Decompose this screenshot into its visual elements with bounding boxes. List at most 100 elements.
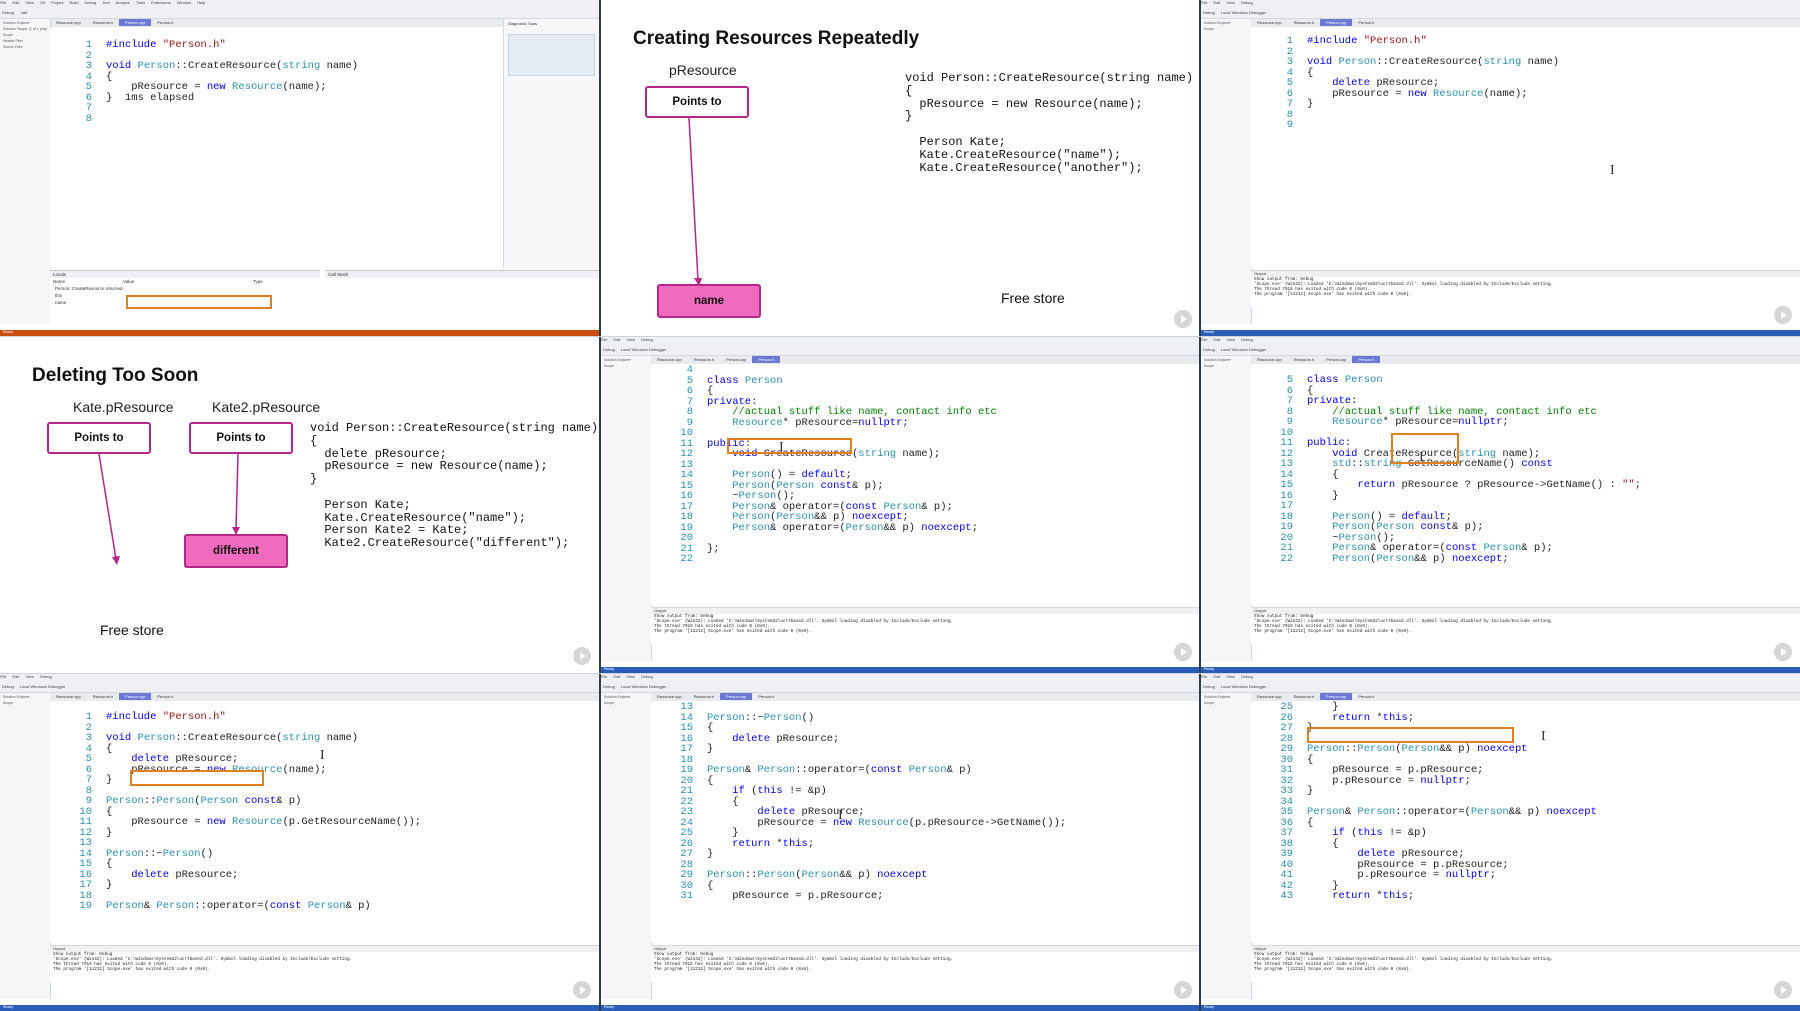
code-line[interactable]: 5 delete pResource; — [1271, 78, 1559, 89]
code-line[interactable]: 12 void CreateResource(string name); — [1271, 448, 1641, 460]
tab-person-h[interactable]: Person.h — [758, 694, 775, 699]
tab-resource-h[interactable]: Resource.h — [693, 357, 715, 362]
platform-dropdown[interactable]: x86 — [20, 10, 28, 15]
code-line[interactable]: 22 Person(Person&& p) noexcept; — [1271, 553, 1641, 565]
config-dropdown[interactable]: Debug — [603, 684, 615, 689]
debugger-button[interactable]: Local Windows Debugger — [620, 347, 667, 352]
code-line[interactable]: 12 void CreateResource(string name); — [671, 449, 997, 460]
code-line[interactable]: 7 — [70, 103, 358, 114]
code-line[interactable]: 20 ~Person(); — [1271, 532, 1641, 544]
locals-row[interactable]: name — [55, 300, 67, 305]
play-icon[interactable] — [573, 647, 591, 665]
debugger-button[interactable]: Local Windows Debugger — [1220, 347, 1267, 352]
menu-edit[interactable]: Edit — [613, 674, 621, 679]
code-line[interactable]: 16 delete pResource; — [70, 869, 421, 881]
code-line[interactable]: 30{ — [1271, 754, 1597, 766]
code-line[interactable]: 36{ — [1271, 817, 1597, 829]
tree-item[interactable]: Header Files — [3, 39, 23, 43]
code-line[interactable]: 17} — [671, 744, 1066, 755]
code-line[interactable]: 6 pResource = new Resource(name); — [70, 764, 421, 776]
code-line[interactable]: 20 — [671, 533, 997, 544]
code-line[interactable]: 17} — [70, 880, 421, 891]
config-dropdown[interactable]: Debug — [1203, 347, 1215, 352]
menu-view[interactable]: View — [1226, 674, 1235, 679]
code-line[interactable]: 40 pResource = p.pResource; — [1271, 859, 1597, 871]
code-line[interactable]: 23 delete pResource; — [671, 807, 1066, 818]
code-line[interactable]: 15 Person(Person const& p); — [671, 480, 997, 492]
tree-item[interactable]: Source Files — [3, 45, 23, 49]
menu-file[interactable]: File — [0, 0, 7, 5]
tab-resource-h[interactable]: Resource.h — [92, 694, 114, 699]
code-line[interactable]: 10 — [1271, 427, 1641, 439]
play-icon[interactable] — [1774, 643, 1792, 661]
tab-person-cpp[interactable]: Person.cpp — [726, 357, 747, 362]
code-line[interactable]: 28 — [671, 859, 1066, 871]
code-line[interactable]: 17 Person& operator=(const Person& p); — [671, 501, 997, 513]
code-line[interactable]: 17 — [1271, 501, 1641, 512]
tab-person-cpp[interactable]: Person.cpp — [1320, 19, 1353, 26]
tab-person-h[interactable]: Person.h — [157, 694, 174, 699]
menu-build[interactable]: Build — [69, 0, 79, 5]
output-source[interactable]: Show output from: Debug — [654, 952, 714, 957]
code-line[interactable]: 9 — [1271, 120, 1559, 131]
code-line[interactable]: 16 ~Person(); — [671, 491, 997, 502]
tab-person-h[interactable]: Person.h — [1352, 356, 1381, 363]
code-line[interactable]: 21 if (this != &p) — [671, 786, 1066, 797]
tab-person-h[interactable]: Person.h — [752, 356, 781, 363]
tab-person-h[interactable]: Person.h — [157, 20, 174, 25]
code-line[interactable]: 15{ — [70, 859, 421, 870]
code-line[interactable]: 26 return *this; — [1271, 712, 1597, 724]
code-line[interactable]: 8 //actual stuff like name, contact info… — [671, 407, 997, 418]
tab-person-cpp[interactable]: Person.cpp — [1320, 693, 1353, 700]
menu-edit[interactable]: Edit — [1213, 337, 1221, 342]
code-line[interactable]: 25 } — [1271, 702, 1597, 713]
menu-debug[interactable]: Debug — [640, 337, 653, 342]
tree-item[interactable]: Scope — [1204, 27, 1214, 31]
menu-view[interactable]: View — [1226, 337, 1235, 342]
menu-file[interactable]: File — [0, 674, 7, 679]
code-line[interactable]: 14 { — [1271, 469, 1641, 481]
code-line[interactable]: 37 if (this != &p) — [1271, 828, 1597, 839]
menu-extensions[interactable]: Extensions — [151, 0, 171, 5]
code-line[interactable]: 6{ — [671, 386, 997, 397]
code-line[interactable]: 33} — [1271, 786, 1597, 797]
tree-item[interactable]: Scope — [604, 364, 614, 368]
tree-item[interactable]: Scope — [604, 701, 614, 705]
config-dropdown[interactable]: Debug — [1203, 10, 1215, 15]
tab-person-cpp[interactable]: Person.cpp — [119, 693, 152, 700]
tree-item[interactable]: Scope — [1204, 364, 1214, 368]
code-line[interactable]: 8 //actual stuff like name, contact info… — [1271, 406, 1641, 418]
code-line[interactable]: 10 — [671, 428, 997, 439]
play-icon[interactable] — [1174, 310, 1192, 328]
play-icon[interactable] — [573, 981, 591, 999]
play-icon[interactable] — [1174, 981, 1192, 999]
tab-resource-h[interactable]: Resource.h — [693, 694, 715, 699]
code-line[interactable]: 16 delete pResource; — [671, 733, 1066, 745]
code-line[interactable]: 6 pResource = new Resource(name); — [1271, 88, 1559, 100]
menu-view[interactable]: View — [626, 674, 635, 679]
tab-person-cpp[interactable]: Person.cpp — [119, 19, 152, 26]
config-dropdown[interactable]: Debug — [603, 347, 615, 352]
code-line[interactable]: 9 Resource* pResource=nullptr; — [1271, 417, 1641, 428]
config-dropdown[interactable]: Debug — [2, 10, 14, 15]
code-line[interactable]: 15 return pResource ? pResource->GetName… — [1271, 480, 1641, 491]
debugger-button[interactable]: Local Windows Debugger — [1220, 10, 1267, 15]
tab-resource-cpp[interactable]: Resource.cpp — [1257, 357, 1282, 362]
code-line[interactable]: 18 — [671, 754, 1066, 766]
tree-item[interactable]: Solution 'Scope' (1 of 1 project) — [3, 27, 47, 31]
code-line[interactable]: 4{ — [70, 71, 358, 83]
config-dropdown[interactable]: Debug — [2, 684, 14, 689]
code-line[interactable]: 2 — [70, 50, 358, 62]
code-line[interactable]: 10{ — [70, 806, 421, 818]
